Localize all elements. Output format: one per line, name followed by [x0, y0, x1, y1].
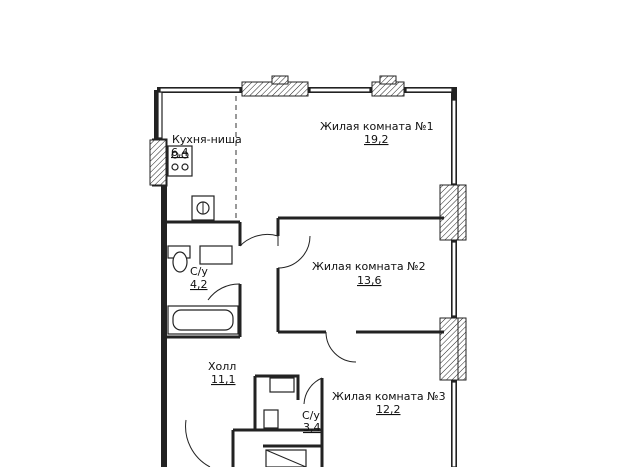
room-area-living1: 19,2 [364, 133, 389, 146]
stove-icon [167, 145, 193, 177]
washbasin2-icon [263, 409, 279, 429]
room-name-living3: Жилая комната №3 [332, 390, 446, 403]
room-area-kitchen: 6,4 [171, 146, 189, 159]
room-name-hall: Холл [208, 360, 236, 373]
toilet2-icon [269, 377, 295, 393]
room-area-hall: 11,1 [211, 373, 236, 386]
room-name-bath2: С/у [302, 409, 320, 422]
room-labels: Кухня-ниша 6,4 Жилая комната №1 19,2 Жил… [171, 120, 446, 434]
room-area-bath1: 4,2 [190, 278, 208, 291]
room-area-bath2: 3,4 [303, 421, 321, 434]
interior-walls [166, 96, 444, 467]
room-name-bath1: С/у [190, 265, 208, 278]
room-name-living2: Жилая комната №2 [312, 260, 426, 273]
washbasin-icon [199, 245, 233, 265]
room-area-living3: 12,2 [376, 403, 401, 416]
room-name-living1: Жилая комната №1 [320, 120, 434, 133]
facade-elements [149, 75, 467, 467]
fixtures [167, 145, 307, 467]
room-name-kitchen: Кухня-ниша [172, 133, 242, 146]
room-area-living2: 13,6 [357, 274, 382, 287]
doors [185, 233, 357, 467]
